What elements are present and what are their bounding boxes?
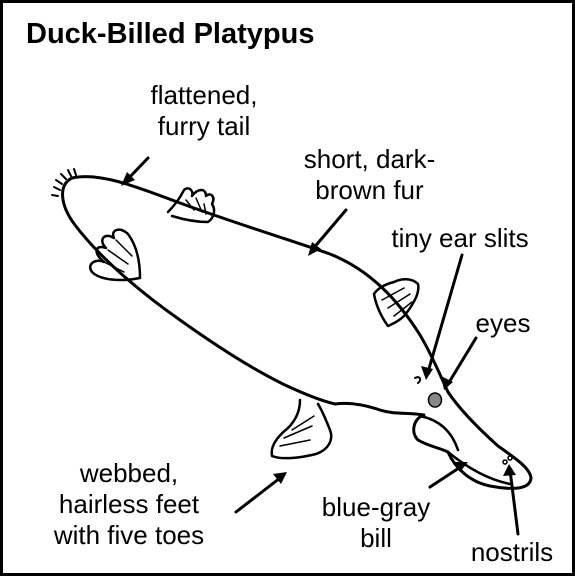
nostril-right bbox=[508, 456, 512, 460]
ears-arrowhead bbox=[421, 366, 433, 380]
nostril-left bbox=[503, 460, 507, 464]
nostrils-leader bbox=[510, 470, 518, 534]
feet-leader bbox=[236, 478, 280, 512]
front-foot-lower bbox=[272, 400, 332, 458]
fur-arrowhead bbox=[308, 242, 321, 256]
label-nostrils: nostrils bbox=[456, 537, 568, 568]
ears-leader bbox=[428, 255, 462, 372]
label-eyes: eyes bbox=[468, 308, 538, 339]
platypus-eye bbox=[429, 393, 442, 407]
label-ear-slits: tiny ear slits bbox=[360, 223, 560, 254]
label-bill: blue-gray bill bbox=[296, 492, 456, 554]
bill-leader bbox=[430, 466, 462, 487]
eyes-leader bbox=[448, 338, 476, 384]
ear-slit bbox=[415, 377, 420, 383]
fur-leader bbox=[312, 210, 346, 250]
label-fur: short, dark- brown fur bbox=[272, 144, 467, 206]
label-tail: flattened, furry tail bbox=[104, 80, 304, 142]
nostrils-arrowhead bbox=[503, 464, 516, 476]
label-feet: webbed, hairless feet with five toes bbox=[20, 458, 238, 551]
